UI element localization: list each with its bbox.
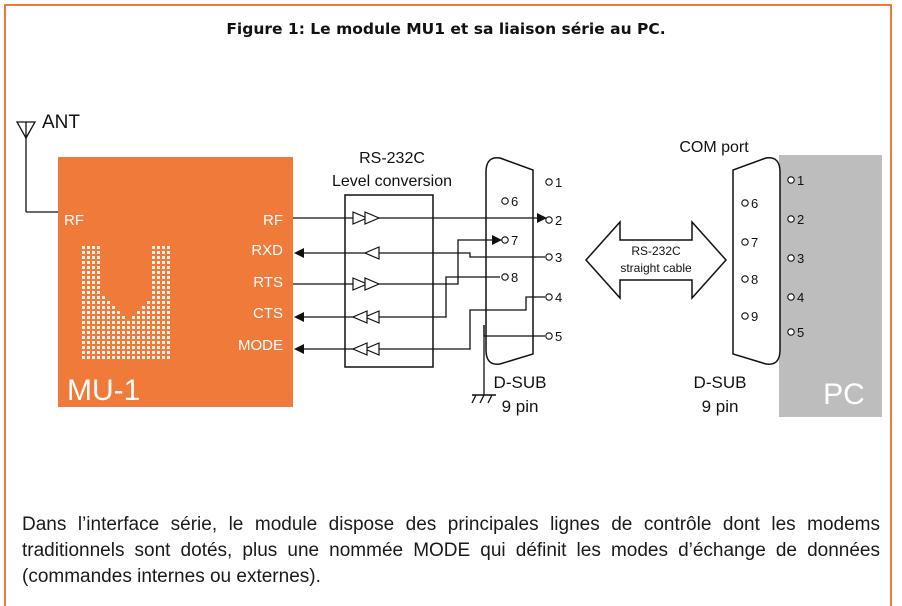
left-dsub-pin-label-8: 8 xyxy=(511,270,518,285)
right-dsub-pin-label-1: 1 xyxy=(797,173,804,188)
right-dsub-pin-label-5: 5 xyxy=(797,325,804,340)
right-dsub-pin-8 xyxy=(741,275,749,283)
left-dsub-pin-1 xyxy=(545,178,553,186)
right-dsub-pin-3 xyxy=(787,254,795,262)
right-dsub-pin-7 xyxy=(741,238,749,246)
level-converter-label-1: RS-232C xyxy=(359,150,425,167)
rts-buffer-2 xyxy=(364,277,381,291)
right-dsub-pin-label-3: 3 xyxy=(797,251,804,266)
module-logo-icon xyxy=(82,246,170,359)
cable-label-2: straight cable xyxy=(620,261,692,275)
left-dsub-pin-2 xyxy=(545,216,553,224)
left-dsub-pin-label-5: 5 xyxy=(555,329,562,344)
left-dsub-pin-5 xyxy=(545,332,553,340)
right-dsub-pin-label-8: 8 xyxy=(751,272,758,287)
mode-buffer-1 xyxy=(363,342,380,356)
cable-double-arrow xyxy=(584,220,728,300)
right-dsub-pin-label-4: 4 xyxy=(797,290,804,305)
left-dsub-pin-label-7: 7 xyxy=(511,233,518,248)
signal-label-rf: RF xyxy=(263,212,283,229)
right-dsub-connector xyxy=(732,157,781,365)
level-converter-box xyxy=(344,194,434,368)
signal-label-rts: RTS xyxy=(253,274,283,291)
pc-label: PC xyxy=(823,378,865,411)
rts-buffer-1 xyxy=(352,277,369,291)
left-dsub-pin-8 xyxy=(501,273,509,281)
mode-buffer-2 xyxy=(351,342,368,356)
left-dsub-pin-label-4: 4 xyxy=(555,290,562,305)
left-dsub-connector xyxy=(485,157,534,365)
pc-block xyxy=(779,155,882,417)
right-dsub-pin-6 xyxy=(741,199,749,207)
right-dsub-pin-1 xyxy=(787,176,795,184)
right-dsub-pin-label-7: 7 xyxy=(751,235,758,250)
right-dsub-label-1: D-SUB xyxy=(694,373,747,392)
left-dsub-pin-label-2: 2 xyxy=(555,213,562,228)
caption-paragraph: Dans l’interface série, le module dispos… xyxy=(22,514,880,587)
ground-icon xyxy=(471,394,496,404)
rxd-line xyxy=(294,248,545,258)
mode-line xyxy=(294,296,545,354)
right-dsub-pin-2 xyxy=(787,215,795,223)
antenna-icon xyxy=(15,121,58,213)
left-dsub-pin-3 xyxy=(545,253,553,261)
right-dsub-label-2: 9 pin xyxy=(702,397,739,416)
rf-buffer-2 xyxy=(364,211,381,225)
left-dsub-label-1: D-SUB xyxy=(494,373,547,392)
antenna-label: ANT xyxy=(42,112,80,133)
serial-diagram: ANT RF MU-1 RF RXD RTS CTS MODE RS-232C Leve… xyxy=(15,112,882,417)
ground-line xyxy=(483,325,545,337)
signal-label-rxd: RXD xyxy=(251,242,283,259)
rxd-buffer xyxy=(363,246,380,260)
right-dsub-pin-label-2: 2 xyxy=(797,212,804,227)
right-dsub-pin-label-9: 9 xyxy=(751,309,758,324)
level-converter-label-2: Level conversion xyxy=(332,173,452,190)
right-dsub-pin-9 xyxy=(741,312,749,320)
com-port-label: COM port xyxy=(679,139,749,156)
left-dsub-pin-7 xyxy=(501,236,509,244)
left-dsub-pin-label-6: 6 xyxy=(511,194,518,209)
left-dsub-pin-label-3: 3 xyxy=(555,250,562,265)
module-name: MU-1 xyxy=(67,374,140,407)
left-dsub-label-2: 9 pin xyxy=(502,397,539,416)
cts-buffer-2 xyxy=(351,310,368,324)
cable-label-1: RS-232C xyxy=(631,244,681,258)
left-dsub-pin-6 xyxy=(501,197,509,205)
figure-title: Figure 1: Le module MU1 et sa liaison sé… xyxy=(226,20,666,38)
rf-buffer-1 xyxy=(352,211,369,225)
right-dsub-pin-4 xyxy=(787,293,795,301)
signal-label-mode: MODE xyxy=(238,337,283,354)
right-dsub-pin-label-6: 6 xyxy=(751,196,758,211)
module-rf-input-label: RF xyxy=(64,212,84,229)
left-dsub-pin-label-1: 1 xyxy=(555,175,562,190)
signal-label-cts: CTS xyxy=(253,305,283,322)
cts-buffer-1 xyxy=(363,310,380,324)
right-dsub-pin-5 xyxy=(787,328,795,336)
left-dsub-pin-4 xyxy=(545,293,553,301)
